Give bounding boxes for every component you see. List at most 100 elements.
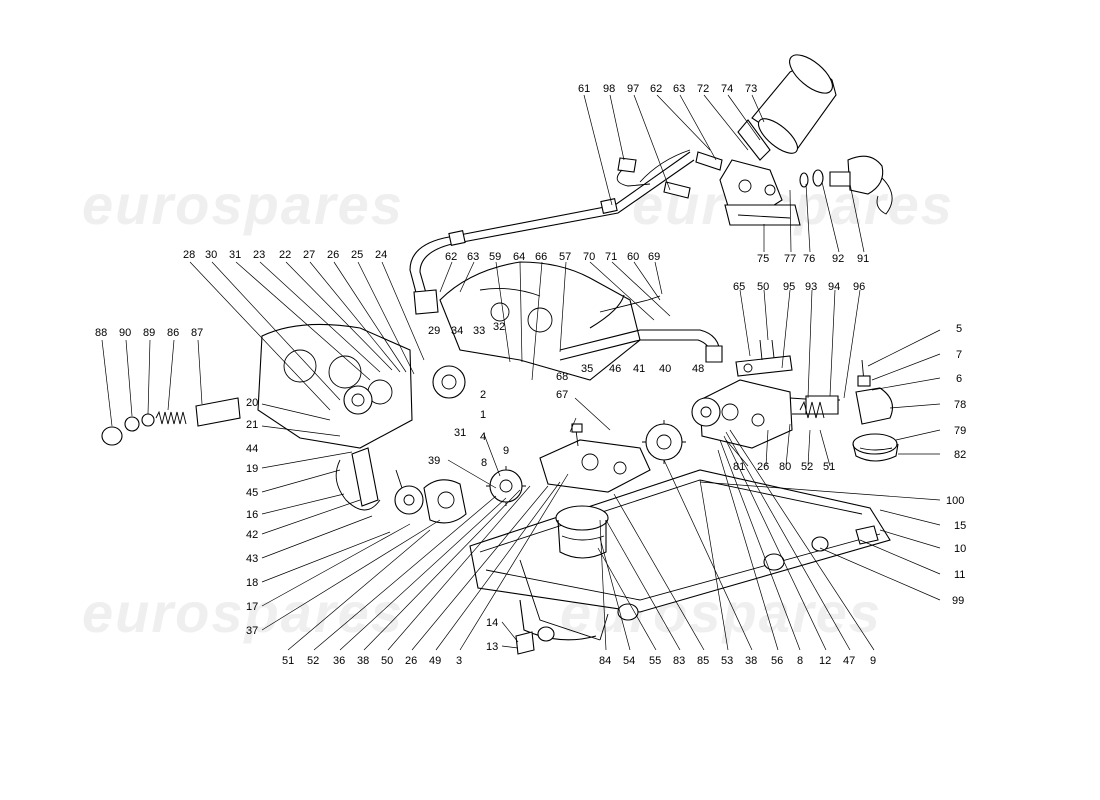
callout-1: 1 — [480, 409, 486, 421]
callout-96: 96 — [853, 281, 865, 293]
callout-75: 75 — [757, 253, 769, 265]
thermostat-housing — [852, 359, 899, 462]
callout-labels: 61 98 97 62 63 72 74 73 75 77 76 92 91 6… — [95, 83, 966, 667]
callout-61: 61 — [578, 83, 590, 95]
watermark-bottom-left: eurospares — [82, 581, 404, 644]
callout-25: 25 — [351, 249, 363, 261]
thermo-sender — [799, 155, 893, 215]
callout-52: 52 — [801, 461, 813, 473]
sump-strainer — [555, 505, 609, 559]
callout-89: 89 — [143, 327, 155, 339]
callout-88: 88 — [95, 327, 107, 339]
callout-34: 34 — [451, 325, 463, 337]
callout-57: 57 — [559, 251, 571, 263]
callout-44: 44 — [246, 443, 258, 455]
oil-pipe-long — [409, 151, 695, 315]
callout-76: 76 — [803, 253, 815, 265]
callout-63: 63 — [673, 83, 685, 95]
callout-19: 19 — [246, 463, 258, 475]
breather-pipe — [559, 294, 723, 363]
callout-71: 71 — [605, 251, 617, 263]
callout-65: 65 — [733, 281, 745, 293]
callout-70: 70 — [583, 251, 595, 263]
oil-sump — [469, 469, 891, 641]
callout-67: 67 — [556, 389, 568, 401]
gear-drive-29 — [432, 365, 466, 399]
callout-52: 52 — [307, 655, 319, 667]
callout-33: 33 — [473, 325, 485, 337]
callout-37: 37 — [246, 625, 258, 637]
callout-45: 45 — [246, 487, 258, 499]
leader-lines — [101, 94, 941, 651]
callout-86: 86 — [167, 327, 179, 339]
callout-39: 39 — [428, 455, 440, 467]
callout-21: 21 — [246, 419, 258, 431]
callout-27: 27 — [303, 249, 315, 261]
callout-50: 50 — [757, 281, 769, 293]
callout-50: 50 — [381, 655, 393, 667]
callout-77: 77 — [784, 253, 796, 265]
callout-79: 79 — [954, 425, 966, 437]
callout-2: 2 — [480, 389, 486, 401]
callout-97: 97 — [627, 83, 639, 95]
callout-51: 51 — [823, 461, 835, 473]
pump-gear-left — [486, 466, 526, 506]
gear-drive-48 — [691, 397, 721, 427]
callout-93: 93 — [805, 281, 817, 293]
callout-73: 73 — [745, 83, 757, 95]
callout-62: 62 — [445, 251, 457, 263]
watermark-top-left: eurospares — [82, 173, 404, 236]
callout-84: 84 — [599, 655, 611, 667]
callout-49: 49 — [429, 655, 441, 667]
callout-66: 66 — [535, 251, 547, 263]
callout-16: 16 — [246, 509, 258, 521]
callout-26: 26 — [327, 249, 339, 261]
callout-31: 31 — [229, 249, 241, 261]
callout-22: 22 — [279, 249, 291, 261]
callout-24: 24 — [375, 249, 387, 261]
pump-gear-right — [642, 420, 686, 464]
oil-filter-cartridge — [737, 54, 837, 161]
callout-28: 28 — [183, 249, 195, 261]
callout-3: 3 — [456, 655, 462, 667]
callout-63: 63 — [467, 251, 479, 263]
callout-85: 85 — [697, 655, 709, 667]
callout-9: 9 — [870, 655, 876, 667]
callout-91: 91 — [857, 253, 869, 265]
callout-62: 62 — [650, 83, 662, 95]
callout-69: 69 — [648, 251, 660, 263]
pressure-relief-spring-assembly — [101, 397, 241, 446]
callout-20: 20 — [246, 397, 258, 409]
callout-36: 36 — [333, 655, 345, 667]
callout-31: 31 — [454, 427, 466, 439]
callout-92: 92 — [832, 253, 844, 265]
callout-5: 5 — [956, 323, 962, 335]
callout-80: 80 — [779, 461, 791, 473]
callout-100: 100 — [946, 495, 964, 507]
callout-42: 42 — [246, 529, 258, 541]
callout-8: 8 — [481, 457, 487, 469]
callout-10: 10 — [954, 543, 966, 555]
callout-72: 72 — [697, 83, 709, 95]
callout-4: 4 — [480, 431, 486, 443]
callout-54: 54 — [623, 655, 635, 667]
callout-99: 99 — [952, 595, 964, 607]
callout-13: 13 — [486, 641, 498, 653]
callout-48: 48 — [692, 363, 704, 375]
callout-11: 11 — [954, 569, 965, 581]
callout-38: 38 — [357, 655, 369, 667]
oil-pump-body — [539, 423, 651, 493]
callout-40: 40 — [659, 363, 671, 375]
callout-78: 78 — [954, 399, 966, 411]
pump-cover-plate — [423, 479, 467, 524]
callout-14: 14 — [486, 617, 498, 629]
callout-43: 43 — [246, 553, 258, 565]
callout-64: 64 — [513, 251, 525, 263]
crankcase-section — [439, 261, 641, 381]
coil-spring-right — [799, 400, 825, 419]
callout-82: 82 — [954, 449, 966, 461]
callout-9: 9 — [503, 445, 509, 457]
callout-23: 23 — [253, 249, 265, 261]
